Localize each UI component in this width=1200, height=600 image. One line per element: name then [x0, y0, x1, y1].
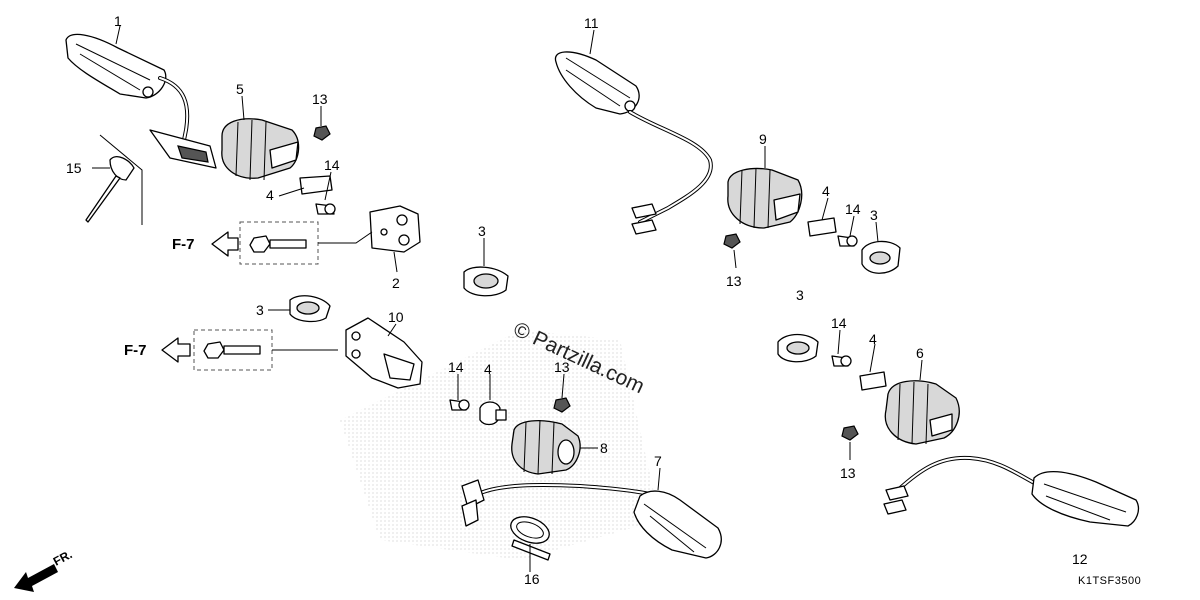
part-16-band [510, 516, 551, 561]
callout-10: 10 [388, 309, 404, 325]
part-4-plate-center [479, 401, 507, 426]
front-direction-arrow-icon [14, 564, 58, 592]
callout-5: 5 [236, 81, 244, 97]
callout-14-center: 14 [448, 359, 464, 375]
callout-13-upper-right: 13 [726, 273, 742, 289]
part-6-rubber-mount [884, 380, 960, 445]
callout-3-center: 3 [478, 223, 486, 239]
callout-4-right-lower: 4 [869, 331, 877, 347]
part-14-screw-upper-left [315, 203, 336, 215]
part-9-rubber-mount [727, 167, 803, 229]
callout-14-upper-right: 14 [845, 201, 861, 217]
callout-7: 7 [654, 453, 662, 469]
part-3-clamp-right-lower [777, 333, 819, 363]
part-13-bolt-upper-right [723, 233, 741, 249]
part-13-bolt-center [553, 397, 571, 413]
part-4-plate-upper-right [807, 217, 837, 237]
callout-3-upper-right: 3 [870, 207, 878, 223]
callout-6: 6 [916, 345, 924, 361]
part-7-winker-lens [461, 479, 722, 559]
part-1-winker-lens [65, 33, 217, 169]
part-13-bolt-right-lower [841, 425, 859, 441]
callout-12: 12 [1072, 551, 1088, 567]
part-11-winker-lens [554, 51, 713, 235]
callout-9: 9 [759, 131, 767, 147]
callout-16: 16 [524, 571, 540, 587]
part-13-bolt-upper-left [313, 125, 331, 141]
callout-8: 8 [600, 440, 608, 456]
part-14-screw-center [449, 399, 470, 411]
part-14-screw-upper-right [837, 235, 858, 247]
callout-15: 15 [66, 160, 82, 176]
callout-11: 11 [584, 15, 599, 31]
part-12-winker-lens [883, 455, 1140, 527]
part-4-plate-right-lower [859, 371, 887, 391]
part-8-rubber-mount [511, 419, 581, 475]
callout-13-upper-left: 13 [312, 91, 328, 107]
callout-4-upper-right: 4 [822, 183, 830, 199]
part-3-clamp-right-upper [861, 240, 901, 274]
callout-13-center: 13 [554, 359, 570, 375]
part-5-rubber-mount [221, 118, 300, 181]
bolt-lower [203, 341, 338, 359]
arrow-left-lower [161, 337, 191, 363]
part-3-clamp-center [463, 266, 509, 297]
arrow-left-upper [211, 231, 239, 257]
callout-3-right-lower: 3 [796, 287, 804, 303]
bolt-upper [249, 231, 373, 253]
callout-2: 2 [392, 275, 400, 291]
leader-lines [92, 25, 923, 572]
callout-13-right-lower: 13 [840, 465, 856, 481]
callout-14-upper-left: 14 [324, 157, 340, 173]
part-14-screw-right-lower [831, 355, 852, 367]
part-3-clamp-left [289, 295, 331, 323]
callout-4-upper-left: 4 [266, 187, 274, 203]
callout-1: 1 [114, 13, 122, 29]
part-10-bracket [345, 317, 423, 389]
ref-label-f7-upper: F-7 [172, 236, 195, 253]
callout-4-center: 4 [484, 361, 492, 377]
callout-3-left: 3 [256, 302, 264, 318]
ref-label-f7-lower: F-7 [124, 342, 147, 359]
callout-14-right-lower: 14 [831, 315, 847, 331]
stipple-background [340, 330, 660, 560]
part-2-bracket [369, 205, 421, 253]
drawing-code: K1TSF3500 [1078, 575, 1141, 587]
part-15-band-clip [85, 134, 143, 225]
